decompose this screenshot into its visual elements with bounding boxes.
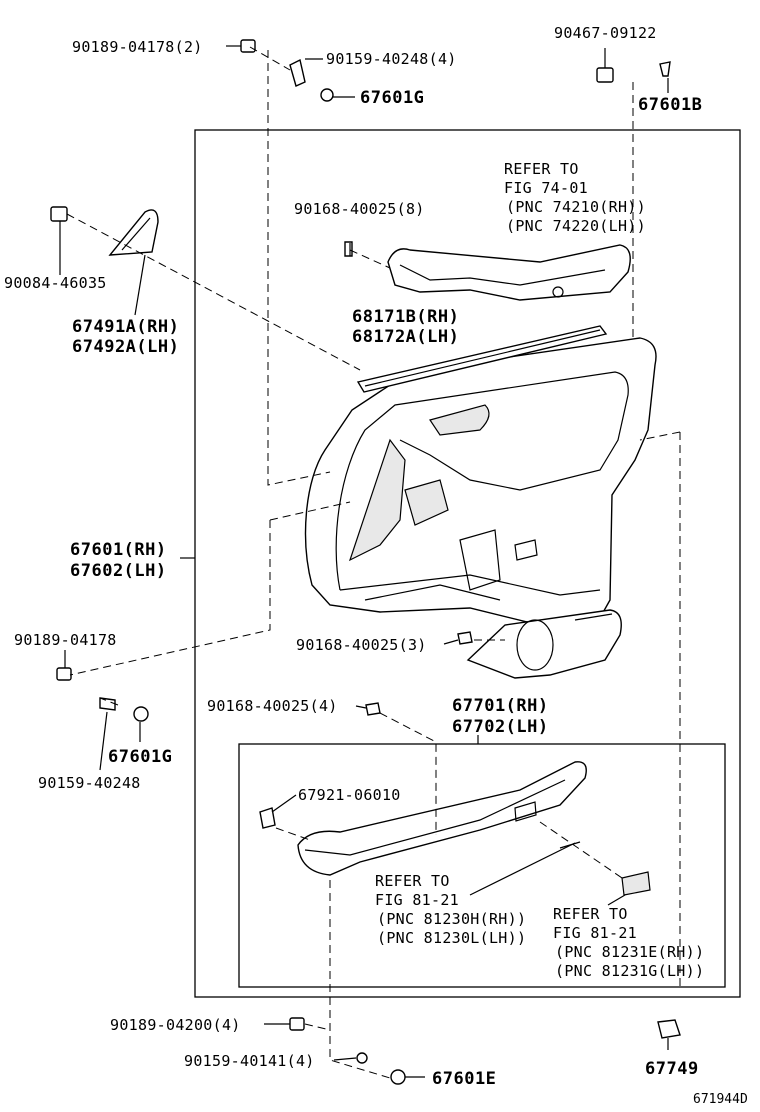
lower-armrest (297, 761, 651, 896)
label-67491a: 67491A(RH) (72, 317, 179, 337)
label-67921-06010: 67921-06010 (298, 786, 401, 804)
label-refer-81b-line3: (PNC 81231E(RH)) (555, 943, 704, 961)
part-labels: 90189-04178(2) 90159-40248(4) 67601G 904… (4, 24, 748, 1107)
main-assembly-frame (194, 129, 741, 998)
label-67601e: 67601E (432, 1069, 496, 1089)
label-refer-74-line4: (PNC 74220(LH)) (506, 217, 646, 235)
fasteners (50, 39, 681, 1085)
label-90189-04178: 90189-04178 (14, 631, 117, 649)
clip-top-left (240, 39, 256, 53)
dashed-assembly-lines (66, 46, 681, 1079)
label-90168-40025-4: 90168-40025(4) (207, 697, 338, 715)
label-68172a: 68172A(LH) (352, 327, 459, 347)
label-90168-40025-3: 90168-40025(3) (296, 636, 427, 654)
clip-90189-left (56, 667, 72, 681)
label-67601g-top: 67601G (360, 88, 424, 108)
label-refer-74-line2: FIG 74-01 (504, 179, 588, 197)
screw-40025-4 (365, 702, 381, 716)
label-90159-40248: 90159-40248 (38, 774, 141, 792)
door-trim-board (304, 337, 657, 631)
label-67702: 67702(LH) (452, 717, 549, 737)
clip-90189-04200 (289, 1017, 305, 1031)
label-67601b: 67601B (638, 95, 702, 115)
triangle-garnish (108, 209, 159, 256)
clip-67749 (657, 1019, 681, 1039)
screw-40025-3 (457, 631, 473, 645)
screw-40248-left (99, 697, 116, 711)
label-refer-81a-line1: REFER TO (375, 872, 450, 890)
cap-67601g-mid (133, 706, 149, 722)
leader-lines (59, 45, 669, 1078)
screw-top (289, 58, 306, 87)
drawing-code: 671944D (693, 1092, 748, 1107)
clip-90084 (50, 206, 68, 222)
armrest-subassembly-frame (238, 743, 726, 988)
label-refer-74-line3: (PNC 74210(RH)) (506, 198, 646, 216)
label-67602: 67602(LH) (70, 561, 167, 581)
label-67601g-mid: 67601G (108, 747, 172, 767)
label-refer-81a-line4: (PNC 81230L(LH)) (377, 929, 526, 947)
upper-armrest-handle (387, 244, 631, 301)
label-67701: 67701(RH) (452, 696, 549, 716)
label-90189-04178-2: 90189-04178(2) (72, 38, 203, 56)
weatherstrip (356, 325, 608, 393)
cap-67601g-top (320, 88, 334, 102)
label-refer-81b-line2: FIG 81-21 (553, 924, 637, 942)
label-90084-46035: 90084-46035 (4, 274, 107, 292)
cap-67601e (390, 1069, 406, 1085)
clip-67601b (659, 61, 671, 77)
label-90168-40025-8: 90168-40025(8) (294, 200, 425, 218)
screw-40025-8 (344, 241, 353, 257)
label-refer-74-line1: REFER TO (504, 160, 579, 178)
label-90189-04200-4: 90189-04200(4) (110, 1016, 241, 1034)
lower-trim-pocket (466, 609, 622, 679)
label-67492a: 67492A(LH) (72, 337, 179, 357)
label-90467-09122: 90467-09122 (554, 24, 657, 42)
label-67601: 67601(RH) (70, 540, 167, 560)
label-68171b: 68171B(RH) (352, 307, 459, 327)
label-refer-81b-line1: REFER TO (553, 905, 628, 923)
label-90159-40248-4: 90159-40248(4) (326, 50, 457, 68)
label-refer-81b-line4: (PNC 81231G(LH)) (555, 962, 704, 980)
label-90159-40141-4: 90159-40141(4) (184, 1052, 315, 1070)
label-refer-81a-line3: (PNC 81230H(RH)) (377, 910, 526, 928)
label-refer-81a-line2: FIG 81-21 (375, 891, 459, 909)
clip-67921 (259, 807, 276, 829)
clip-90467 (596, 67, 614, 83)
screw-40141 (356, 1052, 368, 1064)
label-67749: 67749 (645, 1059, 699, 1079)
